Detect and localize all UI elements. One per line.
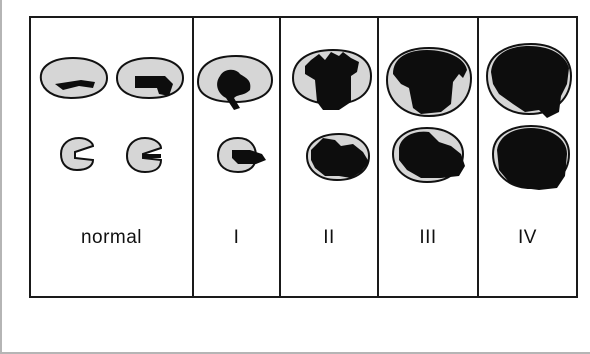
panel-grade-2: II [279,18,377,296]
grade-4-brain-sections [479,18,578,218]
panel-normal: normal [31,18,192,296]
grade-3-brain-sections [379,18,479,218]
normal-horizontal-slice-left [61,138,93,170]
normal-coronal-slice-left [41,58,107,98]
normal-brain-sections [31,18,192,218]
label-grade-3: III [379,227,477,249]
grade-2-brain-sections [281,18,379,218]
label-grade-4: IV [479,227,576,249]
grade-1-brain-sections [194,18,281,218]
panel-grade-3: III [377,18,477,296]
normal-horizontal-lesion-right [143,154,161,158]
grade-1-horizontal-lesion [232,150,266,164]
label-grade-1: I [194,227,279,249]
lesion-grading-figure: normal I II [29,16,578,298]
label-normal: normal [31,227,192,249]
label-grade-2: II [281,227,377,249]
panel-grade-4: IV [477,18,576,296]
panel-grade-1: I [192,18,279,296]
